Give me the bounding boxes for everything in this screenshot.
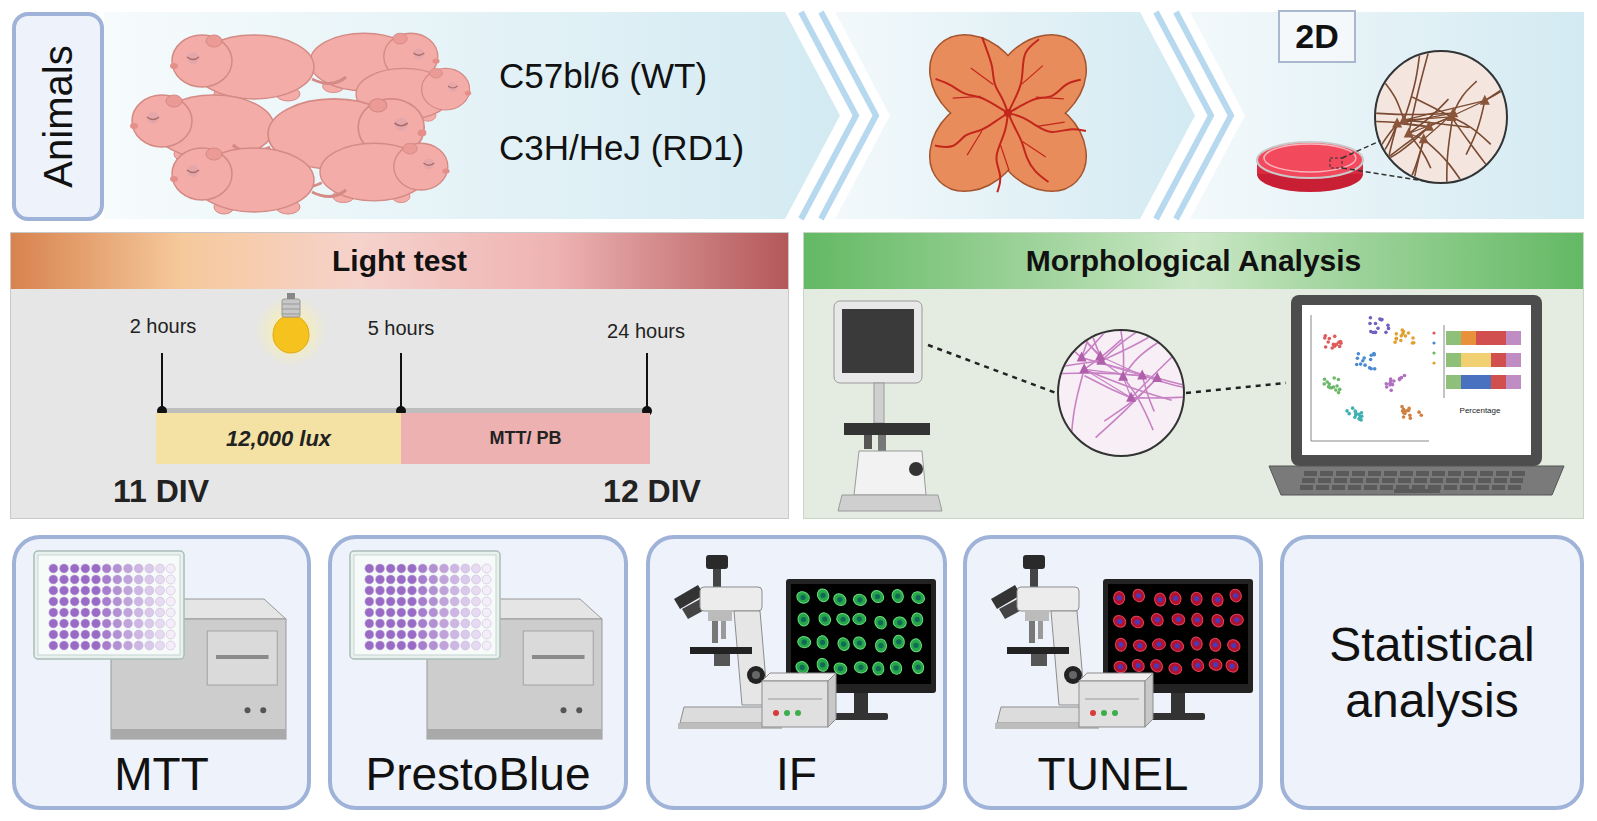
neuron-culture-zoom (1023, 294, 1247, 456)
band-segment (104, 12, 840, 219)
assay-bar: MTT/ PB (401, 413, 650, 464)
assay-box: TUNEL (963, 535, 1263, 810)
strain-name: C3H/HeJ (RD1) (499, 128, 744, 168)
time-label: 5 hours (368, 317, 435, 340)
band-segment (835, 12, 1195, 219)
assay-name: TUNEL (1038, 748, 1189, 800)
laptop (1269, 295, 1564, 495)
label-holder: Percentage (1460, 399, 1501, 417)
light-exposure-bar: 12,000 lux (156, 413, 401, 464)
assay-box: IF (646, 535, 947, 810)
statistics-box: Statistical analysis (1280, 535, 1584, 810)
assay-box: MTT (12, 535, 311, 810)
label-holder: 2 hours (130, 315, 197, 338)
neuron-culture-zoom (1347, 39, 1539, 210)
assay-box: PrestoBlue (328, 535, 628, 810)
strain-name: C57bl/6 (WT) (499, 56, 707, 96)
assay-name: MTT (114, 748, 209, 800)
section-tab: Animals (12, 12, 104, 221)
mouse-pups (130, 33, 471, 214)
axis-label: Percentage (1460, 406, 1501, 415)
label-holder: 5 hours (368, 317, 435, 340)
time-label: 2 hours (130, 315, 197, 338)
panel-header: Morphological Analysis (804, 233, 1583, 289)
label-holder: 24 hours (607, 320, 685, 343)
retina-flatmount (912, 17, 1104, 209)
section-label: Animals (36, 45, 81, 187)
day-label: 11 DIV (113, 473, 209, 510)
day-label: 12 DIV (603, 473, 701, 510)
well-plate (34, 551, 184, 659)
assay-name: PrestoBlue (365, 748, 590, 800)
morphology-panel: Morphological Analysis (803, 232, 1584, 519)
plate-reader (427, 599, 602, 739)
well-plate (350, 551, 500, 659)
power-supply (1079, 673, 1153, 727)
timeline (157, 353, 652, 416)
label-holder: 12 DIV (603, 473, 701, 510)
bar-label: MTT/ PB (490, 428, 562, 449)
power-supply (762, 673, 836, 727)
band-segment (1190, 12, 1584, 219)
strain-band: C57bl/6 (WT) C3H/HeJ (RD1) (104, 12, 844, 219)
culture-type-box: 2D (1278, 10, 1356, 63)
plate-reader (111, 599, 286, 739)
label-holder: 11 DIV (113, 473, 209, 510)
culture-type: 2D (1295, 17, 1338, 56)
chevron-arrow (1176, 12, 1231, 219)
node-illustration (104, 12, 844, 219)
chevron-arrow (1156, 12, 1211, 219)
time-label: 24 hours (607, 320, 685, 343)
assay-name: IF (776, 748, 817, 800)
imaging-microscope (834, 301, 942, 511)
step-name: Statistical analysis (1296, 617, 1568, 729)
panel-header: Light test (11, 233, 788, 289)
bar-label: 12,000 lux (226, 426, 331, 452)
light-bulb (255, 293, 327, 367)
